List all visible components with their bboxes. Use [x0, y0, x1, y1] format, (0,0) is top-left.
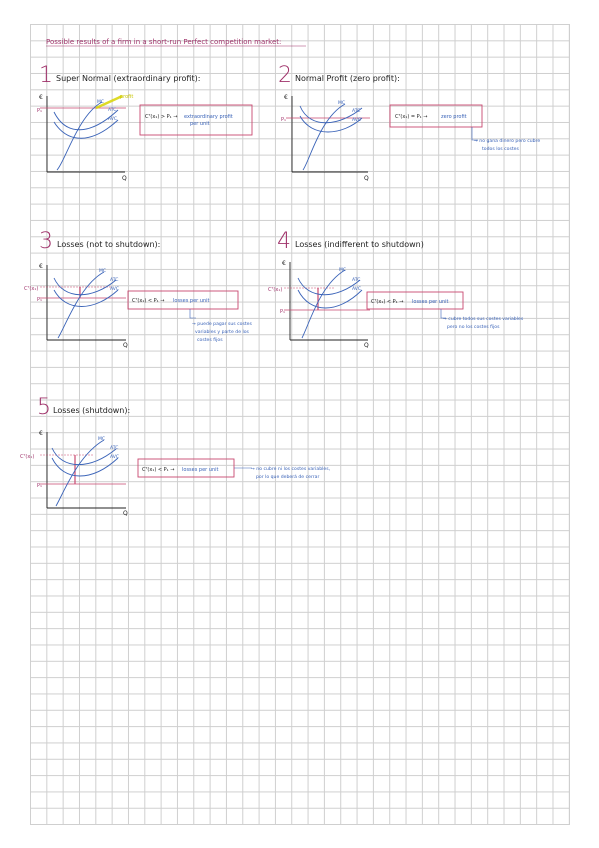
formula-result: extraordinary profit — [184, 114, 233, 120]
mc-curve — [302, 103, 346, 171]
x-axis-label: Q — [123, 510, 128, 517]
cost-label: Cᵀ(x₁) — [268, 287, 282, 293]
mc-curve — [56, 101, 103, 171]
formula-result: zero profit — [441, 114, 467, 120]
avc-curve — [53, 119, 119, 139]
x-axis-label: Q — [364, 342, 369, 349]
formula-result: losses per unit — [173, 298, 210, 304]
atc-curve — [53, 109, 119, 131]
section-number: 5 — [37, 395, 51, 420]
section-number: 2 — [278, 63, 292, 88]
section-number: 4 — [277, 229, 291, 254]
avc-label: AVC — [352, 117, 361, 123]
section-2: 2 Normal Profit (zero profit): € Q P₁ MC… — [278, 63, 540, 182]
price-label: P₁ — [37, 483, 42, 489]
section-number: 3 — [39, 229, 53, 254]
formula-result-line-2: per unit — [190, 121, 210, 127]
note-line-2: variables y parte de los — [195, 329, 250, 335]
formula-lhs: Cᵀ(x₁) > P₁ → — [145, 114, 177, 120]
formula-result: losses per unit — [412, 299, 449, 305]
mc-label: MC — [98, 436, 105, 442]
section-3: 3 Losses (not to shutdown): € Q Cᵀ(x₁) P… — [24, 229, 252, 349]
atc-label: ATC — [108, 107, 116, 113]
avc-curve — [53, 289, 119, 307]
section-1: 1 Super Normal (extraordinary profit): €… — [37, 63, 253, 182]
y-axis-label: € — [284, 94, 288, 101]
page-title: Possible results of a firm in a short-ru… — [46, 38, 281, 46]
atc-label: ATC — [110, 277, 118, 283]
mc-label: MC — [339, 267, 346, 273]
avc-curve — [51, 457, 119, 477]
profit-highlight — [95, 94, 123, 110]
avc-label: AVC — [110, 454, 119, 460]
avc-label: AVC — [108, 116, 117, 122]
formula-lhs: Cᵀ(x₁) < P₁ → — [132, 298, 164, 304]
section-title: Normal Profit (zero profit): — [295, 74, 400, 83]
note-line-1: → no gana dinero pero cubre — [474, 138, 540, 144]
y-axis-label: € — [39, 430, 43, 437]
price-label: P₁ — [281, 117, 286, 123]
mc-curve — [55, 439, 105, 507]
section-title: Losses (shutdown): — [53, 406, 130, 415]
note-line-1: → puede pagar sus costes — [192, 321, 252, 327]
formula-lhs: Cᵀ(x₁) = P₁ → — [395, 114, 427, 120]
x-axis-label: Q — [364, 175, 369, 182]
formula-lhs: Cᵀ(x₁) < P₁ → — [371, 299, 403, 305]
section-title: Losses (indifferent to shutdown) — [295, 240, 424, 249]
note-arrow — [440, 309, 446, 319]
atc-label: ATC — [352, 277, 360, 283]
formula-box — [127, 290, 239, 310]
cost-label: Cᵀ(x₁) — [24, 286, 38, 292]
y-axis-label: € — [39, 94, 43, 101]
formula-box — [139, 104, 253, 136]
y-axis-label: € — [282, 260, 286, 267]
atc-label: ATC — [110, 445, 118, 451]
note-line-2: pero no los costes fijos — [447, 324, 500, 330]
section-title: Super Normal (extraordinary profit): — [56, 74, 200, 83]
note-line-1: → no cubre ni los costes variables, — [251, 466, 331, 472]
section-number: 1 — [39, 63, 53, 88]
avc-curve — [299, 115, 363, 133]
price-label: P₁ — [37, 297, 42, 303]
formula-lhs: Cᵀ(x₁) < P₁ → — [142, 467, 174, 473]
note-arrow — [189, 309, 196, 319]
atc-curve — [297, 277, 361, 296]
note-line-1: → cubre todos sus costes variables — [443, 316, 524, 322]
atc-label: ATC — [352, 108, 360, 114]
cost-label: Cᵀ(x₁) — [20, 454, 34, 460]
x-axis-label: Q — [122, 175, 127, 182]
avc-label: AVC — [352, 286, 361, 292]
formula-box — [389, 104, 483, 128]
section-5: 5 Losses (shutdown): € Q Cᵀ(x₁) P₁ MC AT… — [20, 395, 331, 517]
x-axis-label: Q — [123, 342, 128, 349]
formula-box — [366, 291, 464, 310]
atc-curve — [53, 277, 117, 296]
mc-curve — [57, 271, 105, 339]
avc-curve — [297, 289, 363, 309]
y-axis-label: € — [39, 263, 43, 270]
mc-label: MC — [99, 268, 106, 274]
mc-curve — [301, 269, 346, 339]
note-line-2: por lo que deberá de cerrar — [256, 473, 319, 480]
section-title: Losses (not to shutdown): — [57, 240, 160, 249]
avc-label: AVC — [110, 286, 119, 292]
grid-paper — [30, 24, 570, 825]
formula-result: losses per unit — [182, 467, 219, 473]
mc-label: MC — [97, 99, 104, 105]
section-4: 4 Losses (indifferent to shutdown) € Q C… — [268, 229, 524, 349]
atc-curve — [299, 105, 363, 124]
mc-label: MC — [338, 100, 345, 106]
atc-curve — [51, 447, 117, 466]
note-arrow — [471, 127, 478, 141]
profit-highlight-label: profit — [120, 94, 133, 100]
note-line-3: costes fijos — [197, 337, 223, 343]
price-label: P₁ — [37, 108, 42, 114]
price-label: P₁ — [280, 309, 285, 315]
note-line-2: todos los costes — [482, 146, 519, 152]
